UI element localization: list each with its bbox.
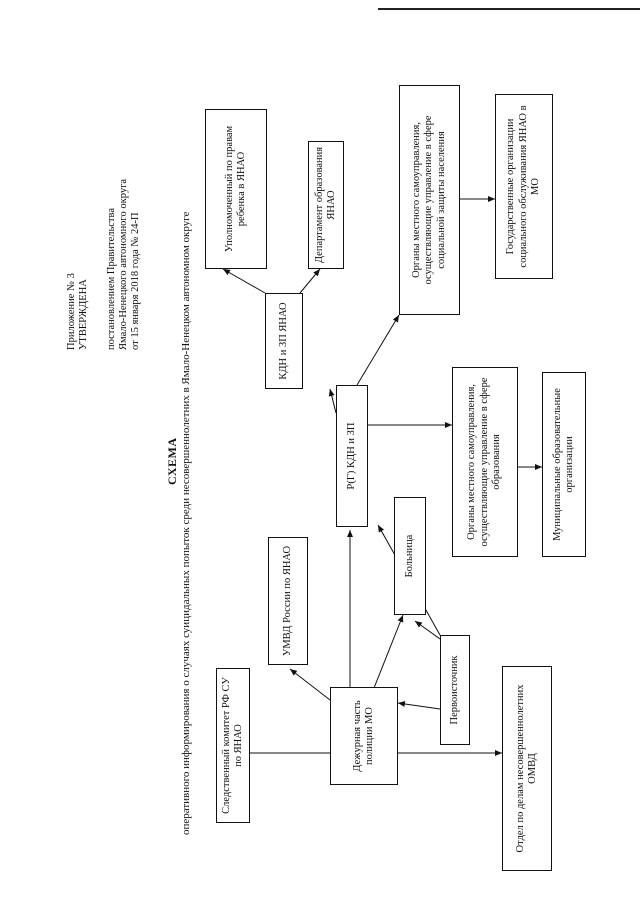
decree-line-2: Ямало-Ненецкого автономного округа (118, 178, 129, 350)
box-duty-station: Дежурная часть полиции МО (330, 687, 398, 785)
arrow-kdn-to-education (299, 268, 321, 294)
box-umvd: УМВД России по ЯНАО (268, 537, 308, 665)
box-primary-source: Первоисточник (440, 635, 470, 745)
appendix-label: Приложение № 3 (66, 273, 77, 350)
arrow-primary-to-hospital (414, 620, 441, 640)
arrow-rgkdn-to-kdn (328, 388, 337, 414)
arrow-rgkdn-to-local-social (356, 314, 400, 386)
box-rgkdn: Р(Г) КДН и ЗП (336, 385, 368, 527)
arrow-primary-to-duty (397, 701, 441, 710)
box-education-department: Департамент образования ЯНАО (308, 141, 344, 269)
box-state-social: Государственные организации социального … (495, 94, 553, 279)
box-investigative-committee: Следственный комитет РФ СУ по ЯНАО (216, 668, 250, 823)
box-kdn-yanao: КДН и ЗП ЯНАО (265, 293, 303, 389)
arrow-kdn-to-ombudsman (222, 268, 266, 294)
arrow-duty-hospital (366, 614, 404, 701)
decree-line-3: от 15 января 2018 года № 24-П (130, 212, 141, 350)
approved-label: УТВЕРЖДЕНА (78, 279, 89, 350)
box-local-social: Органы местного самоуправления, осуществ… (399, 85, 460, 315)
box-hospital: Больница (394, 497, 426, 615)
schema-subtitle: оперативного информирования о случаях су… (180, 211, 192, 835)
arrow-duty-to-umvd (289, 668, 331, 701)
top-rule (378, 8, 640, 10)
box-municipal-education: Муниципальные образовательные организаци… (542, 372, 586, 557)
decree-line-1: постановлением Правительства (106, 207, 117, 350)
box-ombudsman: Уполномоченный по правам ребенка в ЯНАО (205, 109, 267, 269)
box-minors-department: Отдел по делам несовершеннолетних ОМВД (502, 666, 552, 871)
schema-title: СХЕМА (165, 437, 179, 485)
box-local-education: Органы местного самоуправления, осуществ… (452, 367, 518, 557)
